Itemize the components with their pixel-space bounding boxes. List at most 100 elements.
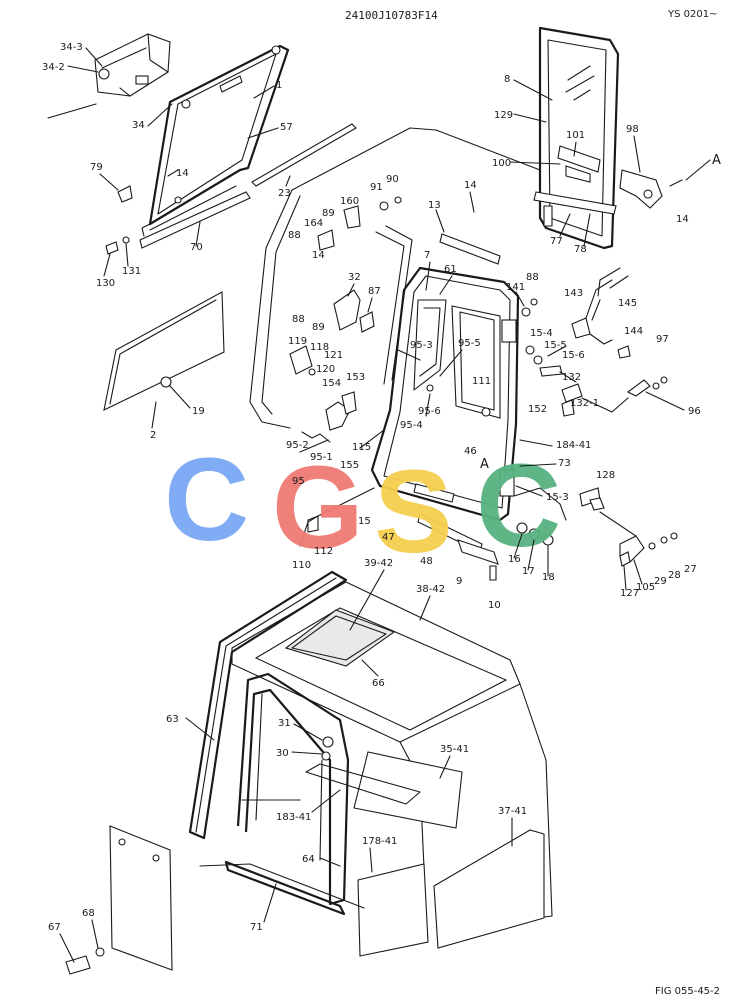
callout-68: 68 [82,908,95,919]
callout-90: 90 [386,174,399,185]
callout-57: 57 [280,122,293,133]
callout-95: 95 [292,476,305,487]
callout-34-2: 34-2 [42,62,65,73]
front-upper-window-assembly [47,33,357,255]
callout-13: 13 [428,200,441,211]
callout-98: 98 [626,124,639,135]
callout-155: 155 [340,460,359,471]
callout-38-42: 38-42 [416,584,445,595]
callout-183-41: 183-41 [276,812,311,823]
callout-32: 32 [348,272,361,283]
callout-19: 19 [192,406,205,417]
callout-47: 47 [382,532,395,543]
callout-34-3: 34-3 [60,42,83,53]
callout-144: 144 [624,326,643,337]
callout-100: 100 [492,158,511,169]
door-lock-hardware [513,279,678,567]
callout-153: 153 [346,372,365,383]
callout-18: 18 [542,572,555,583]
callout-79: 79 [90,162,103,173]
callout-A-top: A [712,153,721,168]
callout-14d: 14 [312,250,325,261]
callout-152: 152 [528,404,547,415]
callout-15-6: 15-6 [562,350,585,361]
callout-46: 46 [464,446,477,457]
callout-119: 119 [288,336,307,347]
callout-89a: 89 [322,208,335,219]
callout-34: 34 [132,120,145,131]
callout-95-3: 95-3 [410,340,433,351]
callout-27: 27 [684,564,697,575]
callout-101: 101 [566,130,585,141]
callout-15-4: 15-4 [530,328,553,339]
callout-15-3: 15-3 [546,492,569,503]
callout-145: 145 [618,298,637,309]
callout-2: 2 [150,430,156,441]
callout-10: 10 [488,600,501,611]
watermark-letter-c1: C [164,434,249,566]
callout-61: 61 [444,264,457,275]
callout-118: 118 [310,342,329,353]
callout-9: 9 [456,576,462,587]
callout-110: 110 [292,560,311,571]
callout-71: 71 [250,922,263,933]
leader-lines [59,47,711,963]
callout-63: 63 [166,714,179,725]
callout-88a: 88 [288,230,301,241]
callout-29: 29 [654,576,667,587]
serial-range: YS 0201~ [667,9,717,20]
callout-95-5: 95-5 [458,338,481,349]
callout-7: 7 [424,250,430,261]
callout-16: 16 [508,554,521,565]
rear-sliding-window [533,26,683,250]
watermark-letter-c2: C [476,440,561,572]
callout-31: 31 [278,718,291,729]
callout-91: 91 [370,182,383,193]
watermark-letter-s: S [374,446,453,578]
callout-130: 130 [96,278,115,289]
callout-28: 28 [668,570,681,581]
figure-number: FIG 055-45-2 [655,986,720,997]
callout-184-41: 184-41 [556,440,591,451]
callout-64: 64 [302,854,315,865]
drawing-code: 24100J10783F14 [345,9,438,22]
callout-178-41: 178-41 [362,836,397,847]
callout-1: 1 [276,80,282,91]
callout-67: 67 [48,922,61,933]
callout-78: 78 [574,244,587,255]
callout-132-1: 132-1 [570,398,599,409]
callout-129: 129 [494,110,513,121]
callout-15: 15 [358,516,371,527]
callout-164: 164 [304,218,323,229]
callout-14b: 14 [676,214,689,225]
callout-14c: 14 [464,180,477,191]
callout-35-41: 35-41 [440,744,469,755]
callout-8: 8 [504,74,510,85]
callout-95-2: 95-2 [286,440,309,451]
callout-160: 160 [340,196,359,207]
callout-132: 132 [562,372,581,383]
lower-front-glass [103,291,225,411]
callout-77: 77 [550,236,563,247]
callout-A-door: A [480,457,489,472]
callout-15-5: 15-5 [544,340,567,351]
callout-30: 30 [276,748,289,759]
callout-14a: 14 [176,168,189,179]
callout-141: 141 [506,282,525,293]
callout-17: 17 [522,566,535,577]
callout-111: 111 [472,376,491,387]
cab-door [299,266,520,581]
callout-95-6: 95-6 [418,406,441,417]
callout-73: 73 [558,458,571,469]
callout-23: 23 [278,188,291,199]
callout-37-41: 37-41 [498,806,527,817]
callout-70: 70 [190,242,203,253]
cab-shell [65,570,553,975]
callout-96: 96 [688,406,701,417]
callout-121: 121 [324,350,343,361]
callout-131: 131 [122,266,141,277]
callout-95-4: 95-4 [400,420,423,431]
callout-95-1: 95-1 [310,452,333,463]
